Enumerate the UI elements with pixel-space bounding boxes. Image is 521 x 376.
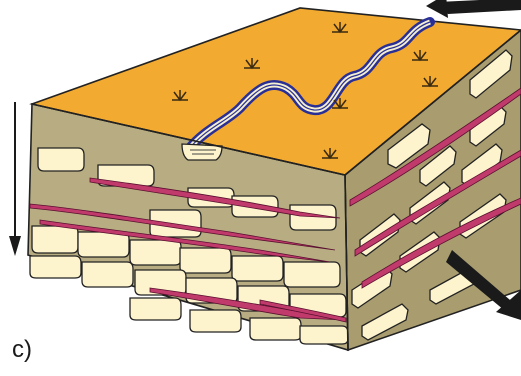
flow-in-arrow — [426, 0, 521, 18]
vertical-arrow — [9, 102, 21, 256]
panel-label: c) — [12, 336, 32, 364]
